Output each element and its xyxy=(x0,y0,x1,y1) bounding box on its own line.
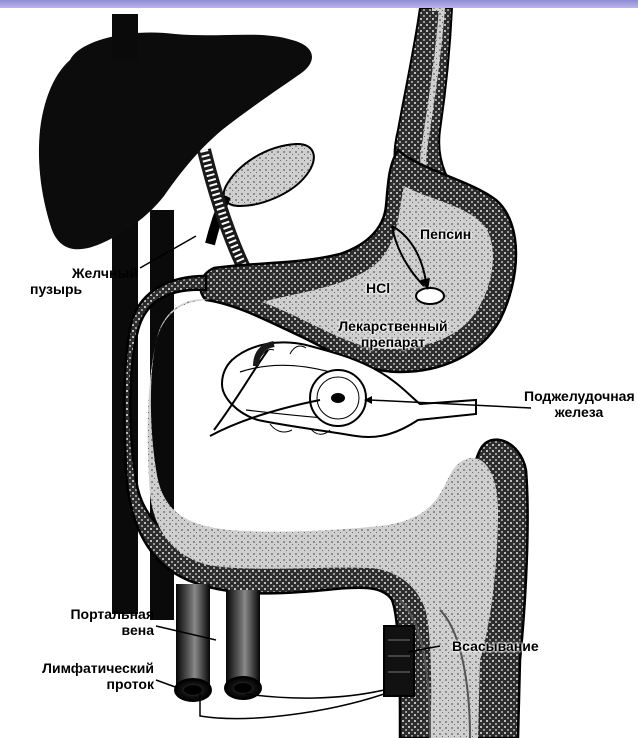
liver xyxy=(39,32,312,249)
label-gallbladder-line2: пузырь xyxy=(30,281,138,297)
drug-tablet xyxy=(416,288,444,304)
label-portal-vein-line2: вена xyxy=(48,622,154,638)
label-pancreas-line2: железа xyxy=(524,404,634,420)
label-drug: Лекарственный препарат xyxy=(318,318,468,350)
label-pepsin: Пепсин xyxy=(420,226,471,242)
header-bar xyxy=(0,0,638,8)
label-lymph-duct-line2: проток xyxy=(20,676,154,692)
label-drug-line2: препарат xyxy=(318,334,468,350)
absorption-site xyxy=(384,626,414,696)
label-pancreas: Поджелудочная железа xyxy=(524,388,634,420)
label-lymph-duct: Лимфатический проток xyxy=(20,660,154,692)
gallbladder xyxy=(224,144,314,206)
label-gallbladder-line1: Желчный xyxy=(30,265,138,281)
label-gallbladder: Желчный пузырь xyxy=(30,265,138,297)
label-drug-line1: Лекарственный xyxy=(318,318,468,334)
pancreatic-acinus xyxy=(310,370,366,426)
label-absorption: Всасывание xyxy=(452,638,539,654)
portal-vein-tube xyxy=(226,590,260,690)
label-pancreas-line1: Поджелудочная xyxy=(524,388,634,404)
label-portal-vein-line1: Портальная xyxy=(48,606,154,622)
label-portal-vein: Портальная вена xyxy=(48,606,154,638)
label-lymph-duct-line1: Лимфатический xyxy=(20,660,154,676)
label-hcl: HCl xyxy=(366,280,390,296)
